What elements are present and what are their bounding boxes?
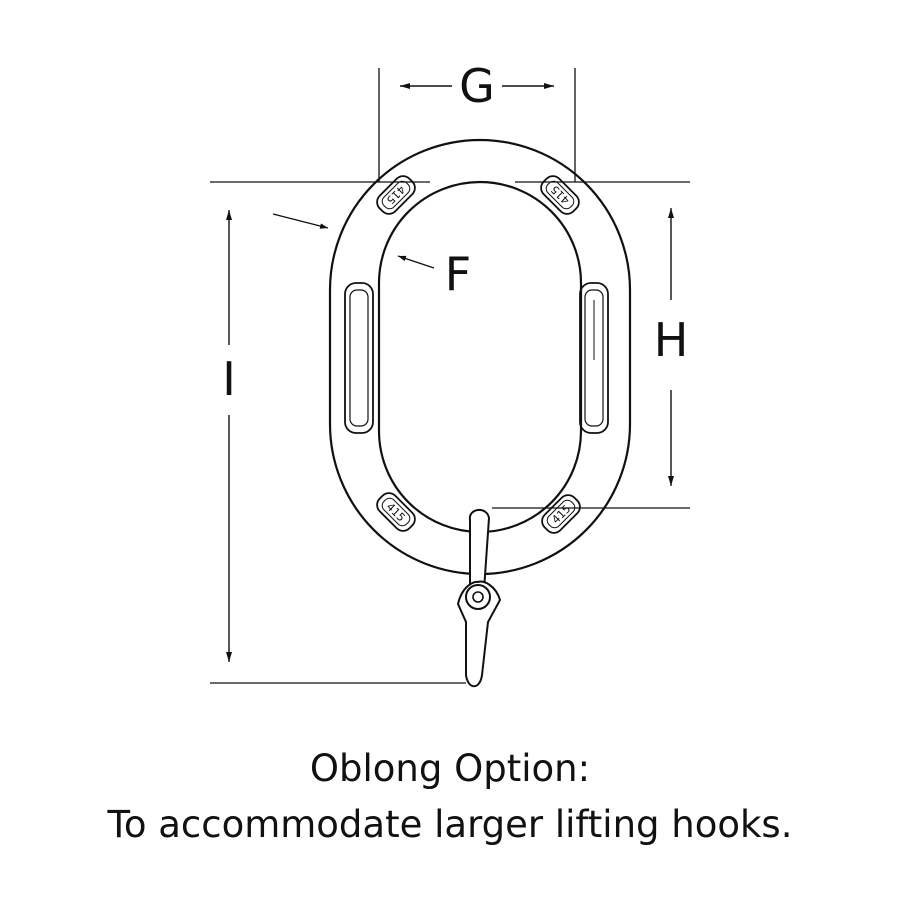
label-g: G xyxy=(459,59,495,113)
caption-description: To accommodate larger lifting hooks. xyxy=(107,803,793,846)
extension-lines xyxy=(210,68,690,684)
label-f: F xyxy=(445,247,471,301)
link-inner-outline xyxy=(377,180,583,534)
latch-tag xyxy=(456,509,502,688)
caption-title: Oblong Option: xyxy=(309,747,591,790)
label-h: H xyxy=(654,313,689,367)
dimension-f xyxy=(272,213,435,269)
right-side-slot xyxy=(579,282,609,434)
stamp-bottom-left: 415 xyxy=(376,492,416,532)
stamp-bottom-right: 415 xyxy=(541,494,581,534)
label-i: I xyxy=(222,352,236,406)
left-side-slot xyxy=(344,282,374,434)
stamp-top-right: 415 xyxy=(540,175,580,215)
